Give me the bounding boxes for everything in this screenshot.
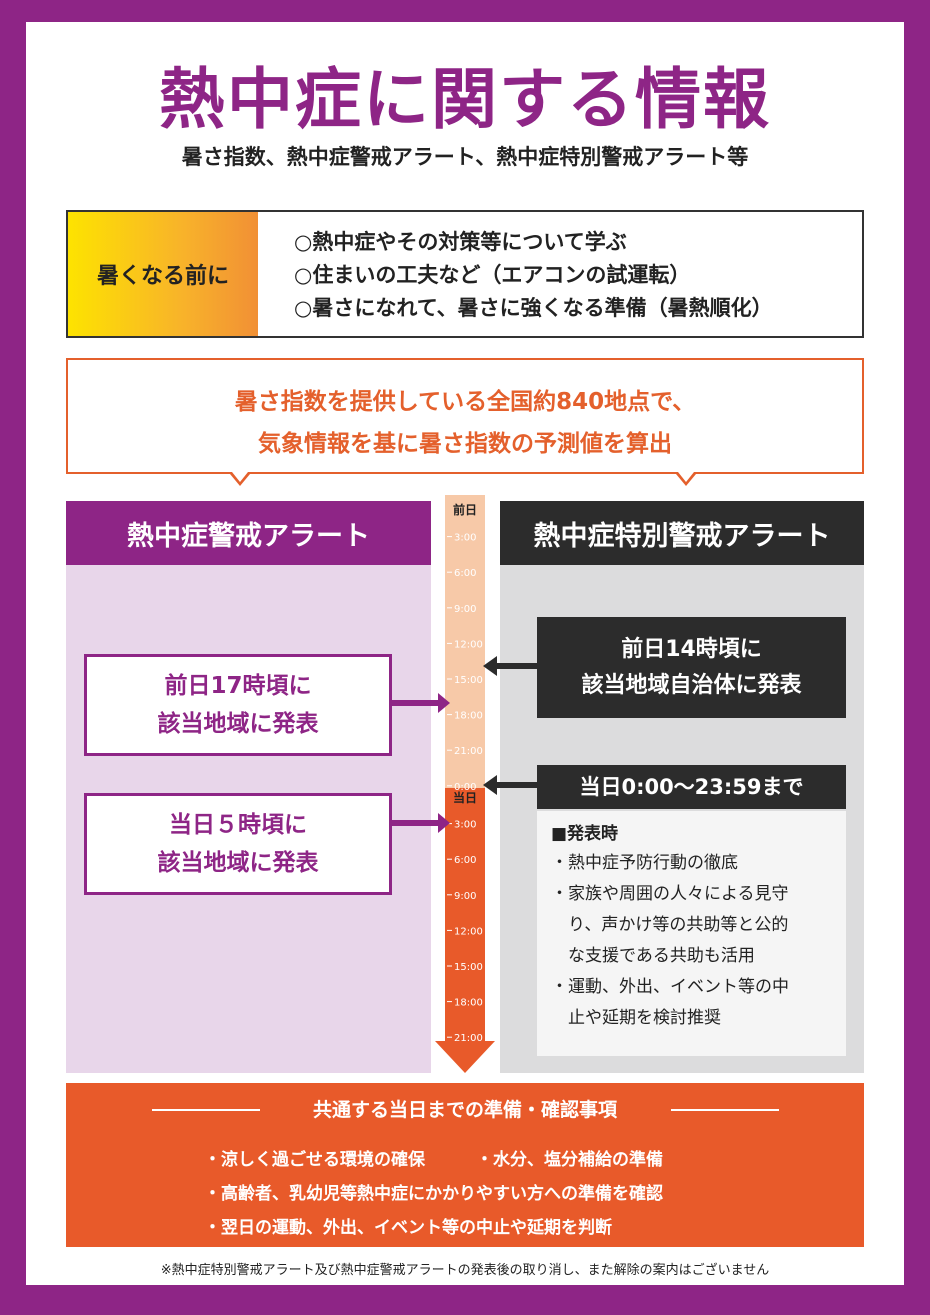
notice-item: 止や延期を検討推奨 — [551, 1008, 721, 1028]
before-heat-item: ○暑さになれて、暑さに強くなる準備（暑熱順化） — [294, 296, 773, 320]
alert-prev-day-line: 該当地域に発表 — [157, 711, 319, 737]
timeline-ticks: 3:00 6:00 9:00 12:00 15:00 18:00 21:00 0:00 3:00… — [447, 533, 483, 1044]
special-alert-prev-day-line: 前日14時頃に — [621, 636, 762, 662]
timeline-tick-label: 21:00 — [454, 746, 483, 757]
timeline-graphic: 3:00 6:00 9:00 12:00 15:00 18:00 21:00 0:00 3:00… — [392, 495, 537, 1073]
footnote: ※熱中症特別警戒アラート及び熱中症警戒アラートの発表後の取り消し、また解除の案内… — [160, 1263, 770, 1278]
common-item: ・水分、塩分補給の準備 — [476, 1150, 663, 1170]
timeline-prev-day-bar — [445, 495, 485, 788]
special-arrow-shaft-1 — [495, 663, 537, 669]
timeline-tick-label: 12:00 — [454, 926, 483, 937]
heading-rule-left — [152, 1109, 260, 1111]
timeline-tick-label: 18:00 — [454, 711, 483, 722]
timeline-tick-label: 18:00 — [454, 998, 483, 1009]
heading-rule-right — [671, 1109, 779, 1111]
alert-today-line: 該当地域に発表 — [157, 850, 319, 876]
special-alert-period: 当日0:00～23:59まで — [537, 765, 846, 809]
timeline-tick-label: 15:00 — [454, 962, 483, 973]
common-item: ・翌日の運動、外出、イベント等の中止や延期を判断 — [204, 1218, 612, 1238]
special-arrow-shaft-2 — [495, 782, 537, 788]
alert-prev-day-line: 前日17時頃に — [164, 673, 312, 699]
special-alert-heading: 熱中症特別警戒アラート — [500, 501, 864, 565]
before-heat-item: ○熱中症やその対策等について学ぶ — [294, 230, 627, 254]
common-item: ・高齢者、乳幼児等熱中症にかかりやすい方への準備を確認 — [204, 1184, 663, 1204]
alert-column: 熱中症警戒アラート — [66, 501, 431, 1073]
notice-item: り、声かけ等の共助等と公的 — [551, 915, 789, 935]
alert-prev-day-box: 前日17時頃に 該当地域に発表 — [84, 654, 392, 756]
alert-arrow-head-1 — [438, 693, 450, 713]
timeline-tick-label: 15:00 — [454, 675, 483, 686]
timeline-tick-label: 12:00 — [454, 639, 483, 650]
timeline-tick-label: 6:00 — [454, 568, 476, 579]
alert-arrow-shaft-2 — [392, 820, 440, 826]
wbgt-info-callout: 暑さ指数を提供している全国約840地点で、 気象情報を基に暑さ指数の予測値を算出 — [66, 358, 864, 474]
timeline-tick-label: 3:00 — [454, 533, 476, 544]
timeline-tick-label: 9:00 — [454, 604, 476, 615]
timeline-arrowhead — [435, 1041, 495, 1073]
special-arrow-head-2 — [483, 775, 497, 795]
wbgt-info-line: 気象情報を基に暑さ指数の予測値を算出 — [258, 431, 672, 457]
alert-today-box: 当日５時頃に 該当地域に発表 — [84, 793, 392, 895]
common-item: ・涼しく過ごせる環境の確保 — [204, 1150, 425, 1170]
notice-list: ・熱中症予防行動の徹底 ・家族や周囲の人々による見守 り、声かけ等の共助等と公的… — [551, 848, 846, 1034]
callout-pointer-left — [230, 472, 250, 486]
timeline-tick-label: 0:00 — [454, 782, 476, 793]
before-heat-item: ○住まいの工夫など（エアコンの試運転） — [294, 263, 691, 287]
timeline-tick-label: 21:00 — [454, 1033, 483, 1044]
timeline-tick-label: 6:00 — [454, 855, 476, 866]
before-heat-panel: 暑くなる前に ○熱中症やその対策等について学ぶ ○住まいの工夫など（エアコンの試… — [66, 210, 864, 338]
alert-today-line: 当日５時頃に — [169, 812, 307, 838]
page-title: 熱中症に関する情報 — [159, 61, 771, 138]
special-alert-prev-day-box: 前日14時頃に 該当地域自治体に発表 — [537, 617, 846, 718]
notice-item: ・熱中症予防行動の徹底 — [551, 853, 738, 873]
special-arrow-head-1 — [483, 656, 497, 676]
timeline-prev-day-label: 前日 — [453, 502, 477, 517]
special-alert-notice: ■発表時 ・熱中症予防行動の徹底 ・家族や周囲の人々による見守 り、声かけ等の共… — [537, 811, 846, 1056]
timeline-tick-label: 3:00 — [454, 820, 476, 831]
special-alert-prev-day-line: 該当地域自治体に発表 — [581, 672, 802, 698]
common-preparation-panel: 共通する当日までの準備・確認事項 ・涼しく過ごせる環境の確保 ・水分、塩分補給の… — [66, 1083, 864, 1247]
alert-arrow-head-2 — [438, 813, 450, 833]
before-heat-label: 暑くなる前に — [68, 212, 258, 336]
common-heading: 共通する当日までの準備・確認事項 — [312, 1099, 617, 1121]
callout-pointer-right — [676, 472, 696, 486]
alert-arrow-shaft-1 — [392, 700, 440, 706]
page-subtitle: 暑さ指数、熱中症警戒アラート、熱中症特別警戒アラート等 — [181, 145, 749, 169]
timeline-today-bar — [445, 788, 485, 1041]
wbgt-info-line: 暑さ指数を提供している全国約840地点で、 — [234, 389, 696, 415]
timeline-tick-label: 9:00 — [454, 891, 476, 902]
before-heat-list: ○熱中症やその対策等について学ぶ ○住まいの工夫など（エアコンの試運転） ○暑さ… — [294, 226, 773, 325]
notice-item: ・運動、外出、イベント等の中 — [551, 977, 789, 997]
notice-heading: ■発表時 — [551, 824, 619, 844]
notice-item: ・家族や周囲の人々による見守 — [551, 884, 789, 904]
notice-item: な支援である共助も活用 — [551, 946, 755, 966]
alert-heading: 熱中症警戒アラート — [66, 501, 431, 565]
timeline-today-label: 当日 — [453, 790, 477, 805]
